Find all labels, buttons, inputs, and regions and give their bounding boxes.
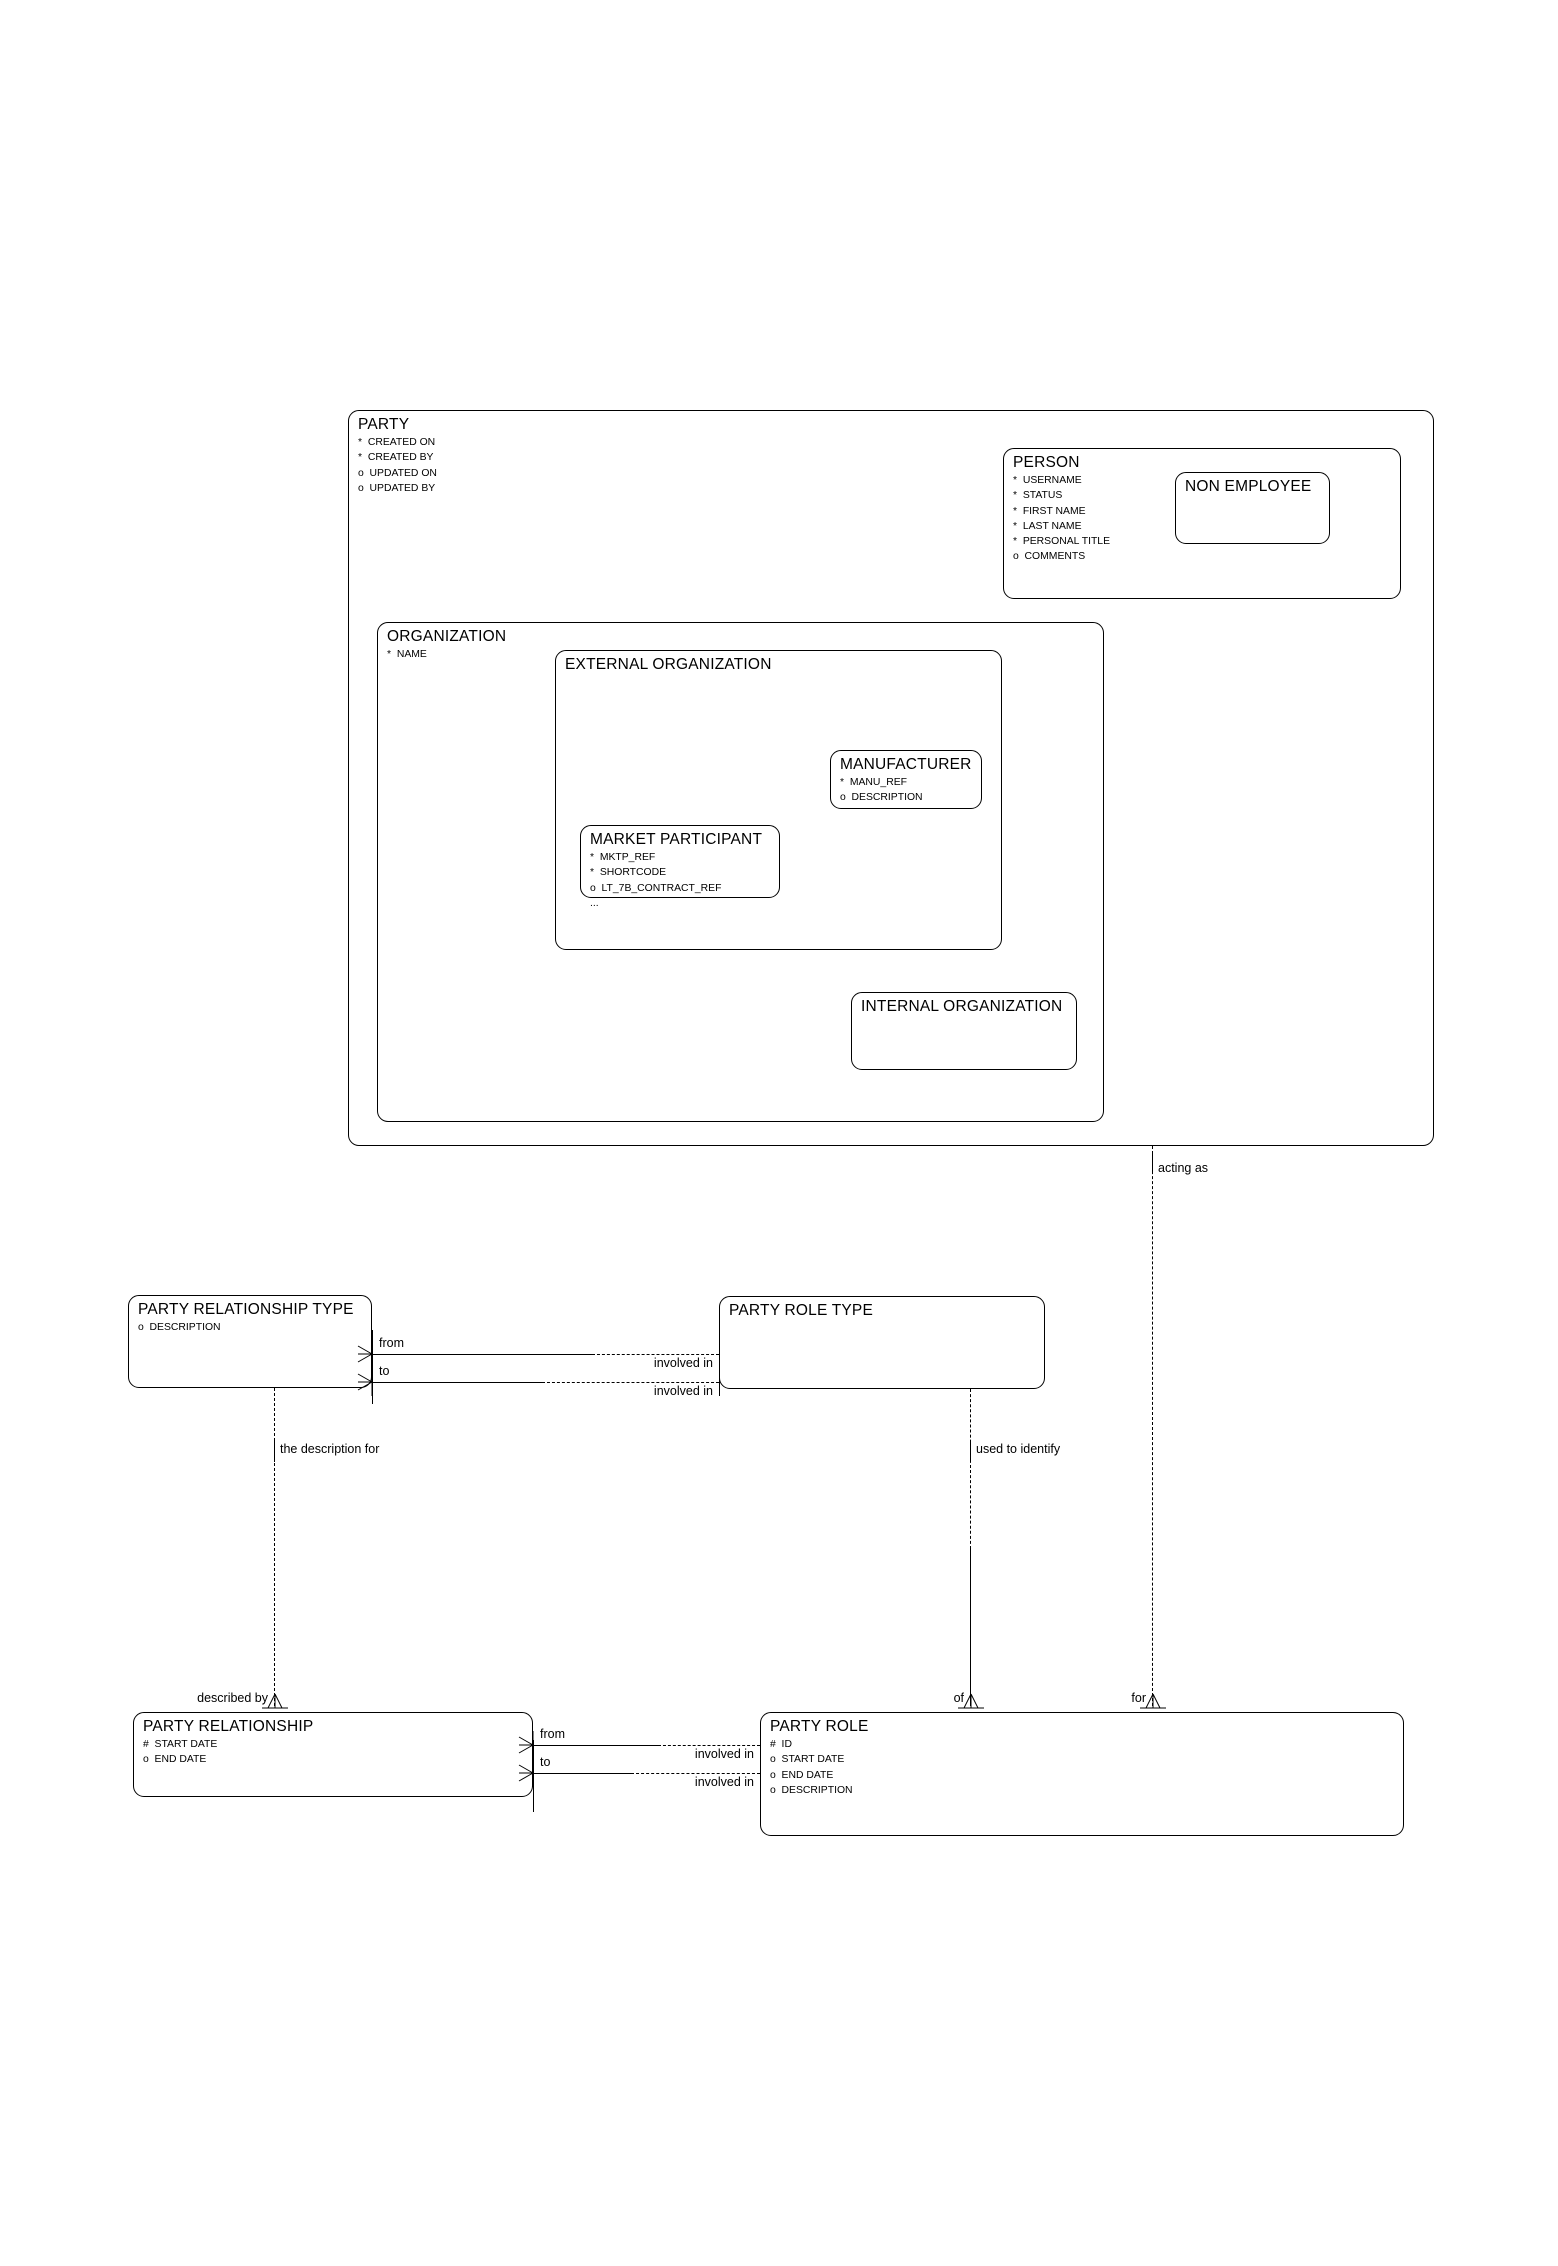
relationship-label-prt-involved-in-1: involved in: [653, 1356, 713, 1370]
relationship-endbar-party-relationship-type: [372, 1330, 373, 1404]
relationship-label-pr-involved-in-1: involved in: [694, 1747, 754, 1761]
relationship-line-prt-to-solid: [372, 1382, 542, 1383]
relationship-label-pr-involved-in-2: involved in: [694, 1775, 754, 1789]
relationship-label-for: for: [1131, 1691, 1146, 1705]
attribute: # ID: [770, 1739, 792, 1750]
entity-external-organization-title: EXTERNAL ORGANIZATION: [565, 656, 772, 673]
entity-manufacturer-title: MANUFACTURER: [840, 756, 972, 773]
relationship-endbar-party-role: [760, 1748, 761, 1804]
relationship-line-the-description-for: [274, 1388, 275, 1706]
attribute: o START DATE: [770, 1754, 845, 1766]
entity-organization-attributes: * NAME: [387, 647, 427, 662]
crowsfoot-icon-prt-to: [357, 1368, 373, 1396]
entity-person-title: PERSON: [1013, 454, 1080, 471]
relationship-line-prt-to-dashed: [542, 1382, 719, 1383]
attribute: o END DATE: [143, 1754, 207, 1766]
relationship-label-prt-to: to: [379, 1364, 390, 1378]
entity-market-participant-title: MARKET PARTICIPANT: [590, 831, 763, 848]
attribute: * PERSONAL TITLE: [1013, 536, 1111, 548]
entity-market-participant-attributes: * MKTP_REF * SHORTCODE o LT_7B_CONTRACT_…: [590, 850, 721, 911]
relationship-tick-the-description-for: [274, 1440, 275, 1462]
attribute: * FIRST NAME: [1013, 505, 1086, 517]
entity-manufacturer[interactable]: MANUFACTURER * MANU_REF o DESCRIPTION: [830, 750, 982, 809]
relationship-label-acting-as: acting as: [1158, 1161, 1209, 1175]
attribute: * MANU_REF: [840, 777, 907, 788]
attribute: o DESCRIPTION: [840, 792, 923, 804]
relationship-label-prt-from: from: [379, 1336, 404, 1350]
attribute: # START DATE: [143, 1739, 218, 1750]
entity-non-employee-title: NON EMPLOYEE: [1185, 478, 1312, 495]
entity-party-role-type-title: PARTY ROLE TYPE: [729, 1302, 873, 1319]
attribute: * STATUS: [1013, 490, 1063, 502]
entity-market-participant[interactable]: MARKET PARTICIPANT * MKTP_REF * SHORTCOD…: [580, 825, 780, 909]
attribute: o DESCRIPTION: [770, 1784, 853, 1796]
attribute: * CREATED ON: [358, 437, 436, 448]
entity-party-title: PARTY: [358, 416, 410, 433]
attribute: * NAME: [387, 649, 427, 660]
relationship-label-used-to-identify: used to identify: [976, 1442, 1061, 1456]
entity-party-relationship-type-title: PARTY RELATIONSHIP TYPE: [138, 1301, 354, 1318]
relationship-line-used-to-identify-solid: [970, 1549, 971, 1706]
entity-organization-title: ORGANIZATION: [387, 628, 507, 645]
entity-party-relationship-type-attributes: o DESCRIPTION: [138, 1320, 221, 1335]
attribute: ...: [590, 897, 599, 909]
relationship-label-prt-involved-in-2: involved in: [653, 1384, 713, 1398]
entity-party-relationship[interactable]: PARTY RELATIONSHIP # START DATE o END DA…: [133, 1712, 533, 1797]
attribute: o UPDATED ON: [358, 467, 437, 479]
attribute: o DESCRIPTION: [138, 1322, 221, 1333]
crowsfoot-icon-prt-from: [357, 1340, 373, 1368]
relationship-label-of: of: [953, 1691, 964, 1705]
crowsfoot-icon-of: [958, 1693, 984, 1709]
attribute: * CREATED BY: [358, 452, 434, 464]
relationship-line-pr-to-dashed: [631, 1773, 760, 1774]
attribute: * SHORTCODE: [590, 867, 667, 879]
entity-party-relationship-title: PARTY RELATIONSHIP: [143, 1718, 314, 1735]
entity-person-attributes: * USERNAME * STATUS * FIRST NAME * LAST …: [1013, 473, 1110, 565]
entity-manufacturer-attributes: * MANU_REF o DESCRIPTION: [840, 775, 923, 806]
relationship-line-prt-from-solid: [372, 1354, 592, 1355]
relationship-line-prt-from-dashed: [592, 1354, 719, 1355]
relationship-line-used-to-identify-dashed: [970, 1389, 971, 1549]
entity-non-employee[interactable]: NON EMPLOYEE: [1175, 472, 1330, 544]
attribute: o LT_7B_CONTRACT_REF: [590, 882, 722, 894]
attribute: o END DATE: [770, 1769, 834, 1781]
entity-party-role-title: PARTY ROLE: [770, 1718, 869, 1735]
entity-party-relationship-attributes: # START DATE o END DATE: [143, 1737, 217, 1768]
entity-external-organization[interactable]: EXTERNAL ORGANIZATION: [555, 650, 1002, 950]
attribute: * USERNAME: [1013, 475, 1082, 486]
crowsfoot-icon-for: [1140, 1693, 1166, 1709]
attribute: o COMMENTS: [1013, 551, 1086, 563]
crowsfoot-icon-pr-to: [518, 1759, 534, 1787]
entity-internal-organization[interactable]: INTERNAL ORGANIZATION: [851, 992, 1077, 1070]
relationship-label-pr-from: from: [540, 1727, 565, 1741]
attribute: * LAST NAME: [1013, 520, 1082, 532]
relationship-tick-acting-as: [1152, 1152, 1153, 1174]
entity-party-role-type[interactable]: PARTY ROLE TYPE: [719, 1296, 1045, 1389]
relationship-line-pr-to-solid: [533, 1773, 631, 1774]
entity-party[interactable]: PARTY * CREATED ON * CREATED BY o UPDATE…: [348, 410, 1434, 1146]
relationship-label-the-description-for: the description for: [280, 1442, 380, 1456]
entity-party-role[interactable]: PARTY ROLE # ID o START DATE o END DATE …: [760, 1712, 1404, 1836]
entity-party-role-attributes: # ID o START DATE o END DATE o DESCRIPTI…: [770, 1737, 853, 1798]
relationship-line-pr-from-dashed: [658, 1745, 760, 1746]
attribute: o UPDATED BY: [358, 482, 436, 494]
relationship-tick-used-to-identify: [970, 1440, 971, 1462]
attribute: * MKTP_REF: [590, 852, 656, 863]
entity-party-relationship-type[interactable]: PARTY RELATIONSHIP TYPE o DESCRIPTION: [128, 1295, 372, 1388]
entity-internal-organization-title: INTERNAL ORGANIZATION: [861, 998, 1063, 1015]
relationship-line-acting-as: [1152, 1146, 1153, 1706]
relationship-line-pr-from-solid: [533, 1745, 658, 1746]
entity-party-attributes: * CREATED ON * CREATED BY o UPDATED ON o…: [358, 435, 437, 496]
entity-organization[interactable]: ORGANIZATION * NAME: [377, 622, 1104, 1122]
relationship-endbar-party-role-type: [719, 1340, 720, 1396]
relationship-label-pr-to: to: [540, 1755, 551, 1769]
crowsfoot-icon-described-by: [262, 1693, 288, 1709]
entity-person[interactable]: PERSON * USERNAME * STATUS * FIRST NAME …: [1003, 448, 1401, 599]
crowsfoot-icon-pr-from: [518, 1731, 534, 1759]
relationship-label-described-by: described by: [197, 1691, 268, 1705]
